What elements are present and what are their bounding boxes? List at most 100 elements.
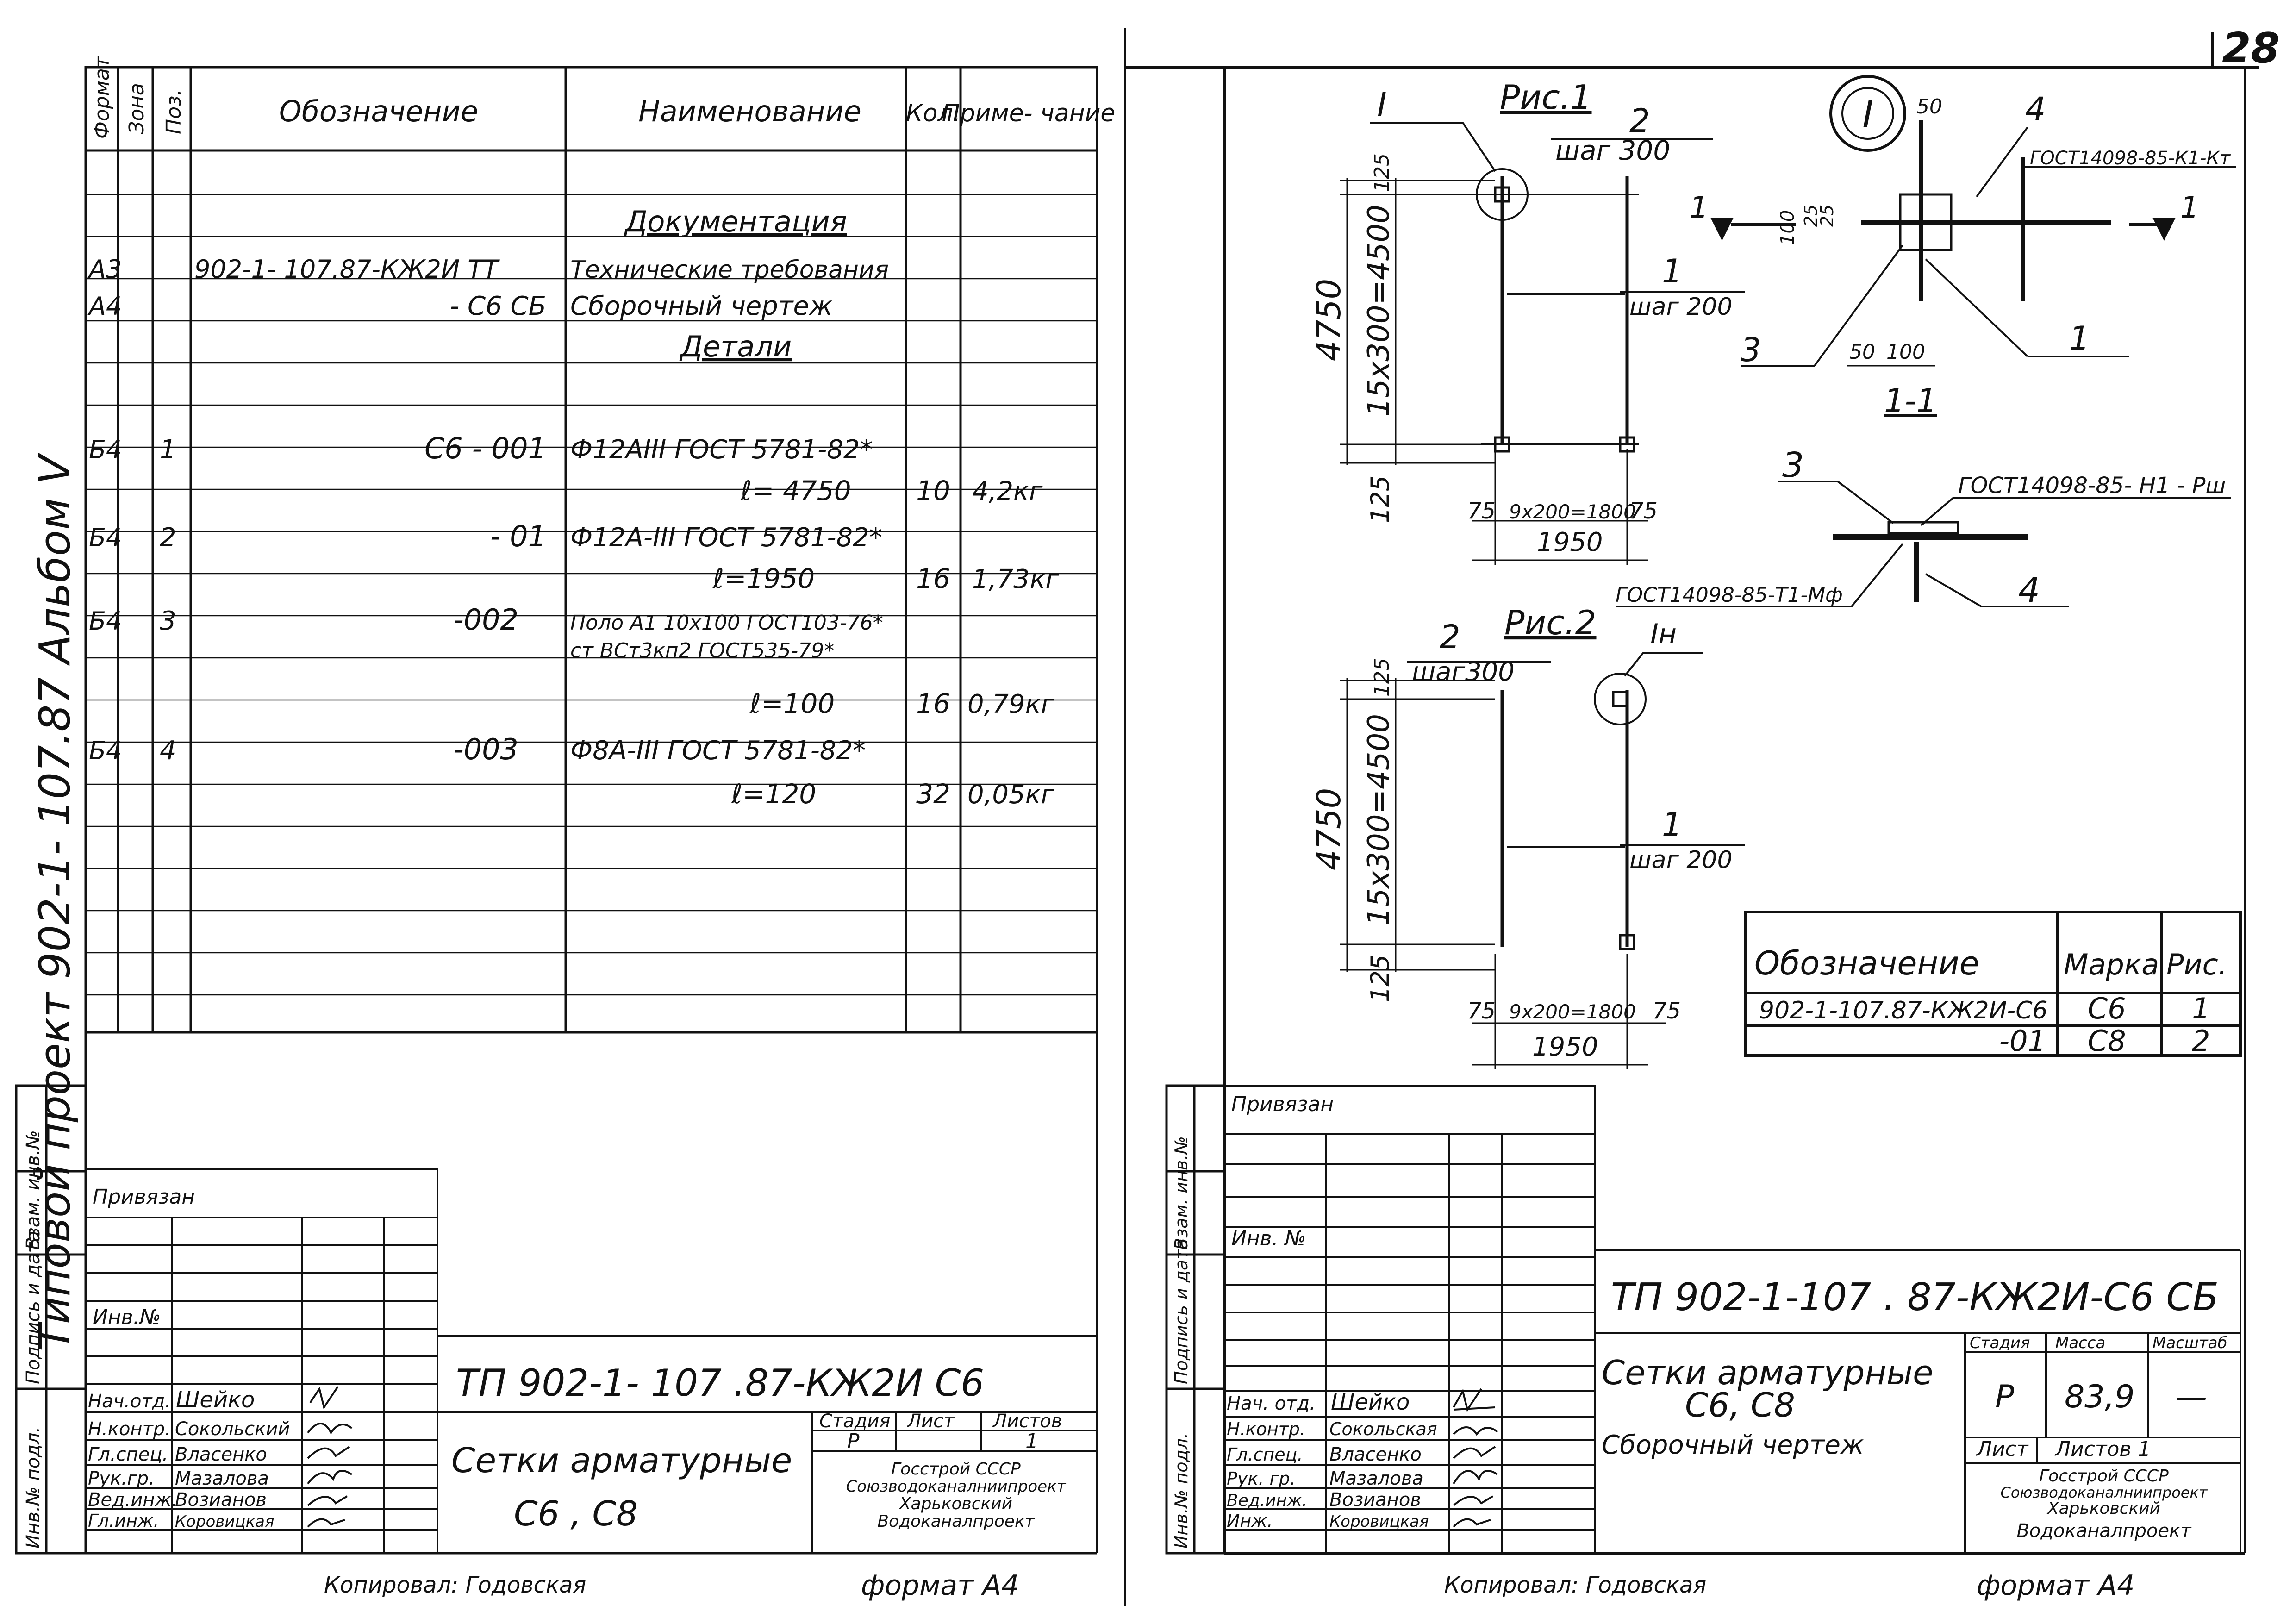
gost-t1: ГОСТ14098-85-Т1-Мф bbox=[1616, 583, 1843, 607]
row-naimenovanie: ℓ=120 bbox=[731, 778, 816, 810]
leader-line bbox=[1976, 126, 2028, 198]
label-pos3: 3 bbox=[1741, 331, 1761, 369]
row-oboznachenie: - 01 bbox=[490, 519, 546, 553]
marks-table bbox=[1744, 911, 2242, 1057]
dim-15x300b: 15х300=4500 bbox=[1362, 714, 1396, 926]
header-forma: Формат bbox=[90, 56, 114, 139]
right-massa-label: Масса bbox=[2055, 1334, 2105, 1352]
marks-row-ris: 1 bbox=[2192, 992, 2210, 1025]
right-copied-by: Копировал: Годовская bbox=[1444, 1572, 1706, 1598]
row-oboznachenie: -003 bbox=[453, 732, 518, 766]
left-staff-list: Нач.отд. Шейко Н.контр. Сокольский Гл.сп… bbox=[88, 1387, 290, 1531]
dim-4750b: 4750 bbox=[1310, 788, 1348, 870]
weld-node bbox=[1612, 691, 1628, 707]
section-plate bbox=[1887, 521, 1959, 535]
marks-row-marka: С8 bbox=[2088, 1024, 2126, 1058]
right-drawing-name: Сетки арматурные bbox=[1602, 1353, 1933, 1392]
header-primechanie: Приме- чание bbox=[942, 100, 1116, 127]
row-forma: Б4 bbox=[89, 523, 122, 552]
right-stadiya-value: Р bbox=[1995, 1379, 2014, 1415]
left-format: формат А4 bbox=[861, 1569, 1019, 1602]
dim-125-bottom-b: 125 bbox=[1366, 955, 1395, 1002]
staff-role: Гл.спец. bbox=[88, 1444, 168, 1465]
header-kol: Кол. bbox=[906, 100, 961, 127]
r-label-inv-podl: Инв.№ подл. bbox=[1171, 1433, 1192, 1549]
detail-marker-outer bbox=[1829, 75, 1906, 152]
row-kol: 32 bbox=[916, 778, 950, 810]
staff-role: Н.контр. bbox=[88, 1418, 171, 1440]
marks-header-ris: Рис. bbox=[2166, 948, 2227, 981]
d50: 50 bbox=[1916, 95, 1942, 119]
left-stadiya-value: Р bbox=[847, 1430, 860, 1453]
right-drawing-sub: Сборочный чертеж bbox=[1602, 1430, 1864, 1460]
left-signatures bbox=[307, 1386, 353, 1528]
dim-75-right: 75 bbox=[1629, 498, 1658, 524]
d100b: 100 bbox=[1886, 340, 1925, 364]
label-pos2b: 2 bbox=[1440, 618, 1460, 656]
row-naimenovanie: Ф12АIII ГОСТ 5781-82* bbox=[570, 435, 873, 465]
marks-row-marka: С6 bbox=[2088, 992, 2126, 1025]
row-forma: Б4 bbox=[89, 435, 122, 464]
org-line: Харьковский bbox=[898, 1494, 1012, 1513]
dim-1950-b: 1950 bbox=[1532, 1032, 1598, 1062]
staff-role: Н.контр. bbox=[1227, 1419, 1305, 1439]
label-shag200b: шаг 200 bbox=[1629, 846, 1733, 874]
staff-name: Мазалова bbox=[1329, 1468, 1423, 1489]
row-oboznachenie: 902-1- 107.87-КЖ2И ТТ bbox=[194, 255, 500, 284]
d25: 25 bbox=[1801, 205, 1821, 227]
left-org-block: Госстрой СССР Союзводоканалниипроект Хар… bbox=[846, 1460, 1067, 1531]
label-pos3b: 3 bbox=[1782, 445, 1804, 485]
dim-4750: 4750 bbox=[1310, 279, 1348, 361]
row-naimenovanie: ℓ= 4750 bbox=[740, 475, 851, 506]
dim-125-bottom: 125 bbox=[1366, 475, 1395, 523]
left-copied-by: Копировал: Годовская bbox=[324, 1572, 586, 1598]
left-title-block bbox=[85, 1168, 1097, 1554]
detail-marker-inner bbox=[1841, 87, 1894, 140]
label-shag200: шаг 200 bbox=[1629, 293, 1733, 321]
dim-125-top-b: 125 bbox=[1370, 658, 1394, 697]
row-naimenovanie: ℓ=1950 bbox=[712, 563, 815, 594]
row-primechanie: 0,05кг bbox=[967, 780, 1055, 810]
dim-75-left: 75 bbox=[1467, 498, 1496, 524]
label-pos4b: 4 bbox=[2018, 570, 2040, 610]
org-line: Госстрой СССР bbox=[891, 1460, 1021, 1479]
right-title-block bbox=[1223, 1085, 2241, 1554]
staff-name: Коровицкая bbox=[1329, 1512, 1429, 1531]
marks-row-obozn: -01 bbox=[1999, 1024, 2046, 1058]
right-privyazan: Привязан bbox=[1231, 1093, 1334, 1116]
row-naimenovanie: ℓ=100 bbox=[749, 688, 835, 719]
staff-name: Сокольская bbox=[1329, 1419, 1437, 1439]
row-poz: 1 bbox=[160, 435, 176, 465]
dim-1950: 1950 bbox=[1537, 527, 1603, 557]
d25b: 25 bbox=[1817, 205, 1837, 227]
org-line: Союзводоканалниипроект bbox=[846, 1477, 1067, 1496]
row-primechanie: 1,73кг bbox=[972, 564, 1060, 594]
label-shag300: шаг 300 bbox=[1555, 135, 1670, 166]
leader-line bbox=[1925, 258, 2028, 357]
staff-role: Рук. гр. bbox=[1227, 1468, 1296, 1489]
section-label-left: 1 bbox=[1690, 191, 1709, 225]
row-naimenovanie: Поло А1 10х100 ГОСТ103-76* bbox=[570, 611, 883, 635]
marks-row-obozn: 902-1-107.87-КЖ2И-С6 bbox=[1759, 997, 2048, 1024]
dim-125-top: 125 bbox=[1370, 153, 1394, 192]
label-inv-podl: Инв.№ подл. bbox=[23, 1427, 44, 1549]
row-oboznachenie: С6 - 001 bbox=[424, 431, 546, 465]
right-staff-list: Нач. отд. Шейко Н.контр. Сокольская Гл.с… bbox=[1227, 1389, 1437, 1531]
row-section-details: Детали bbox=[679, 330, 792, 363]
org-line: Госстрой СССР bbox=[2039, 1467, 2169, 1486]
label-vzam-inv: Взам. инв.№ bbox=[23, 1130, 44, 1250]
header-zona: Зона bbox=[125, 83, 149, 134]
row-kol: 16 bbox=[916, 563, 950, 594]
right-inv-no: Инв. № bbox=[1231, 1227, 1306, 1250]
staff-role: Гл.инж. bbox=[88, 1511, 159, 1531]
gost-k1: ГОСТ14098-85-К1-Кт bbox=[2030, 148, 2231, 169]
label-pos1: 1 bbox=[1662, 252, 1683, 290]
row-naimenovanie: Технические требования bbox=[570, 256, 889, 284]
label-pos1c: 1 bbox=[1662, 806, 1683, 843]
staff-role: Вед.инж. bbox=[1227, 1491, 1307, 1510]
detail-circle bbox=[1594, 673, 1647, 725]
album-vertical-label: Типовой проект 902-1- 107.87 Альбом V bbox=[30, 452, 80, 1350]
row-forma: А4 bbox=[87, 292, 122, 321]
page-number: 28 bbox=[2222, 24, 2280, 73]
